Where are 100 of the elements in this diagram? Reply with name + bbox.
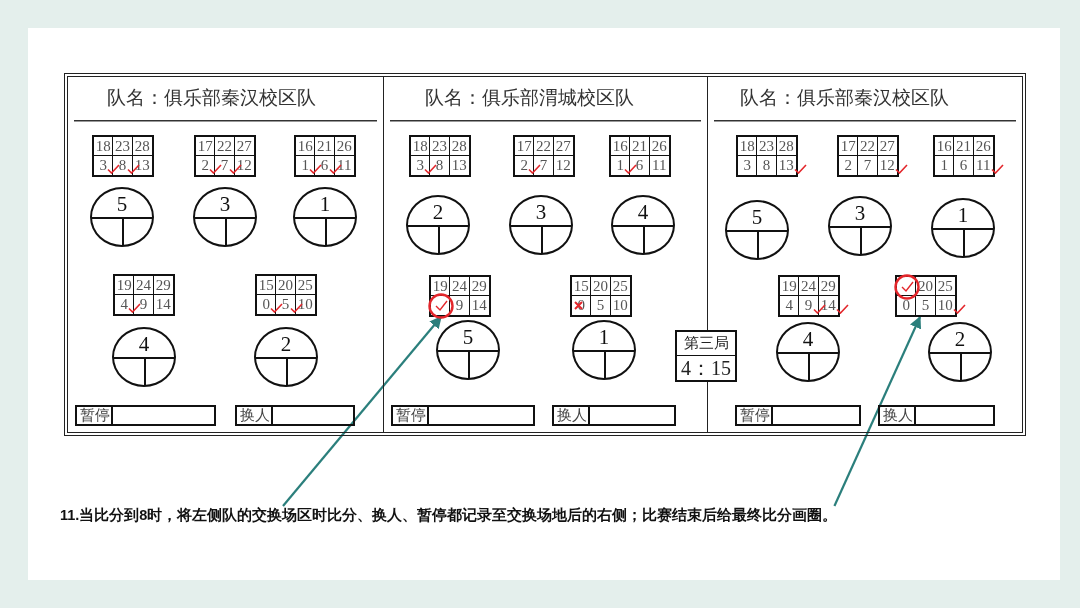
position-number: 4 (637, 200, 649, 224)
score-number: 25 (297, 277, 313, 293)
set-score: 4：15 (680, 356, 732, 380)
rotation-circle (611, 195, 675, 255)
score-number: 1 (940, 157, 948, 173)
score-number: 11 (652, 157, 667, 173)
score-number: 20 (593, 278, 608, 294)
field-label: 换人 (878, 405, 916, 426)
position-number: 5 (462, 325, 474, 349)
position-number: 1 (598, 325, 610, 349)
rotation-circle (509, 195, 573, 255)
score-number: 18 (95, 138, 111, 154)
position-number: 5 (116, 192, 128, 216)
score-number: 3 (99, 157, 107, 173)
score-number: 28 (778, 138, 794, 154)
score-number: 21 (317, 138, 332, 154)
field-label: 暂停 (735, 405, 773, 426)
score-number: 9 (804, 297, 813, 313)
rotation-circle (828, 196, 892, 256)
score-number: 24 (452, 278, 467, 294)
field-label: 暂停 (75, 405, 113, 426)
rotation-circle (193, 187, 257, 247)
score-grid (113, 274, 175, 316)
position-number: 1 (957, 203, 969, 227)
score-number: 17 (840, 138, 856, 154)
score-number: 27 (879, 138, 895, 154)
score-grid (92, 135, 154, 177)
score-number: 8 (118, 157, 127, 173)
score-grid (429, 275, 491, 317)
score-grid (194, 135, 256, 177)
score-number: 9 (455, 297, 464, 313)
score-number: 7 (539, 157, 548, 173)
score-number: 10 (297, 296, 313, 312)
score-number: 4 (120, 296, 128, 312)
score-number: 7 (220, 157, 229, 173)
score-number: 10 (612, 297, 628, 313)
position-number: 2 (432, 200, 444, 224)
score-number: 29 (155, 277, 171, 293)
field-label: 换人 (552, 405, 590, 426)
score-number: 26 (975, 138, 991, 154)
rotation-circle (928, 322, 992, 382)
score-grid (294, 135, 356, 177)
team-name: 队名：俱乐部渭城校区队 (425, 86, 634, 110)
score-number: 26 (651, 138, 667, 154)
score-number: 2 (201, 157, 209, 173)
score-number: 17 (197, 138, 213, 154)
score-number: 29 (471, 278, 487, 294)
position-number: 3 (854, 201, 866, 225)
score-number: 24 (136, 277, 151, 293)
score-number: 18 (412, 138, 428, 154)
score-number: 2 (844, 157, 852, 173)
position-number: 2 (954, 327, 966, 351)
score-number: 21 (956, 138, 971, 154)
rotation-circle (406, 195, 470, 255)
position-number: 4 (138, 332, 150, 356)
rotation-circle (725, 200, 789, 260)
score-grid (409, 135, 471, 177)
score-number: 23 (432, 138, 447, 154)
score-number: 27 (555, 138, 571, 154)
score-number: 22 (217, 138, 232, 154)
score-number: 12 (236, 157, 252, 173)
score-number: 19 (116, 277, 132, 293)
position-number: 3 (219, 192, 231, 216)
rotation-circle (931, 198, 995, 258)
score-number: 29 (820, 278, 836, 294)
position-number: 1 (319, 192, 331, 216)
rotation-circle (254, 327, 318, 387)
rotation-circle (436, 320, 500, 380)
score-number: 3 (416, 157, 424, 173)
score-number: 20 (918, 278, 933, 294)
score-number: 0 (902, 297, 910, 313)
score-number: 9 (139, 296, 148, 312)
position-number: 2 (280, 332, 292, 356)
rotation-circle (112, 327, 176, 387)
score-number: 7 (863, 157, 872, 173)
score-number: 26 (336, 138, 352, 154)
score-number: 1 (301, 157, 309, 173)
score-number: 0 (262, 296, 270, 312)
team-name: 队名：俱乐部秦汉校区队 (740, 86, 949, 110)
field-label: 换人 (235, 405, 273, 426)
score-number: 25 (937, 278, 953, 294)
score-number: 13 (451, 157, 467, 173)
score-number: 19 (432, 278, 448, 294)
position-number: 3 (535, 200, 547, 224)
score-number: 28 (134, 138, 150, 154)
score-grid (570, 275, 632, 317)
score-number: 6 (635, 157, 644, 173)
score-number: 14 (155, 296, 171, 312)
score-number: 22 (860, 138, 875, 154)
score-number: 10 (937, 297, 953, 313)
score-grid (609, 135, 671, 177)
score-number: 11 (337, 157, 352, 173)
score-number: 14 (471, 297, 487, 313)
score-number: 16 (612, 138, 628, 154)
score-number: 5 (596, 297, 605, 313)
score-number: 15 (258, 277, 274, 293)
score-number: 19 (781, 278, 797, 294)
score-number: 16 (936, 138, 952, 154)
score-number: 24 (801, 278, 816, 294)
score-number: 6 (320, 157, 329, 173)
